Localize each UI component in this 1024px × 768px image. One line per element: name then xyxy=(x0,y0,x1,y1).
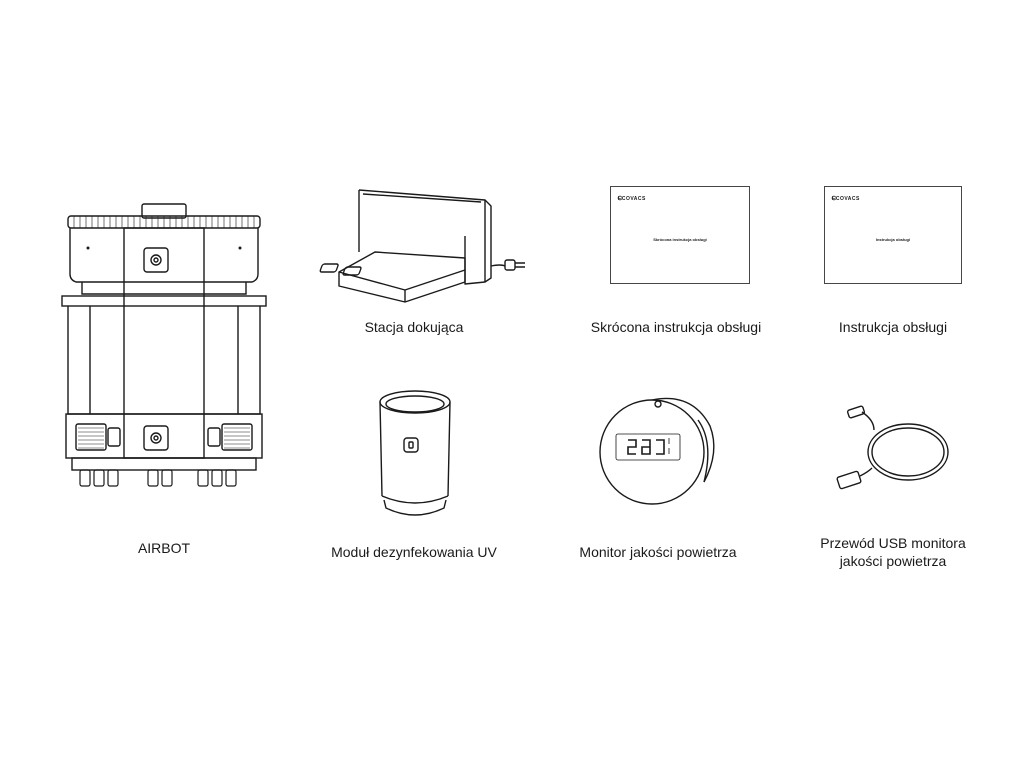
quick-guide-brand: ECOVACS xyxy=(618,196,646,202)
airbot-label-line-1: AIRBOT xyxy=(137,540,191,556)
manual-doc-title: Instrukcja obsługi xyxy=(876,237,910,242)
airbot-label: AIRBOT xyxy=(64,539,264,557)
uv-module-figure xyxy=(376,388,454,524)
air-quality-monitor-icon xyxy=(599,397,715,505)
booklet-icon: ECOVACS Skrócona instrukcja obsługi xyxy=(610,186,750,284)
air-monitor-label: Monitor jakości powietrza xyxy=(558,543,758,561)
usb-cable-label-line-1: Przewód USB monitora xyxy=(820,535,966,551)
quick-guide-label: Skrócona instrukcja obsługi xyxy=(576,318,776,336)
docking-station-label: Stacja dokująca xyxy=(314,318,514,336)
quick-guide-label-line-1: Skrócona instrukcja obsługi xyxy=(590,319,762,335)
manual-figure: ECOVACS Instrukcja obsługi xyxy=(824,186,962,284)
manual-label-line-1: Instrukcja obsługi xyxy=(838,319,948,335)
uv-module-icon xyxy=(379,390,451,516)
quick-guide-figure: ECOVACS Skrócona instrukcja obsługi xyxy=(610,186,750,284)
uv-module-label-line-1: Moduł dezynfekowania UV xyxy=(331,544,497,560)
booklet-icon: ECOVACS Instrukcja obsługi xyxy=(824,186,962,284)
manual-brand: ECOVACS xyxy=(832,196,860,202)
docking-station-label-line-1: Stacja dokująca xyxy=(364,319,464,335)
uv-module-label: Moduł dezynfekowania UV xyxy=(314,543,514,561)
manual-label: Instrukcja obsługi xyxy=(793,318,993,336)
airbot-figure xyxy=(61,196,267,494)
air-monitor-label-line-1: Monitor jakości powietrza xyxy=(579,544,737,560)
air-monitor-figure xyxy=(596,390,720,510)
usb-cable-icon xyxy=(836,405,949,490)
usb-cable-label-line-2: jakości powietrza xyxy=(839,553,947,569)
usb-cable-label: Przewód USB monitora jakości powietrza xyxy=(793,534,993,570)
docking-station-icon xyxy=(319,189,525,303)
usb-cable-figure xyxy=(834,402,954,496)
airbot-robot-icon xyxy=(61,203,267,487)
docking-station-figure xyxy=(319,186,530,304)
quick-guide-doc-title: Skrócona instrukcja obsługi xyxy=(653,237,707,242)
